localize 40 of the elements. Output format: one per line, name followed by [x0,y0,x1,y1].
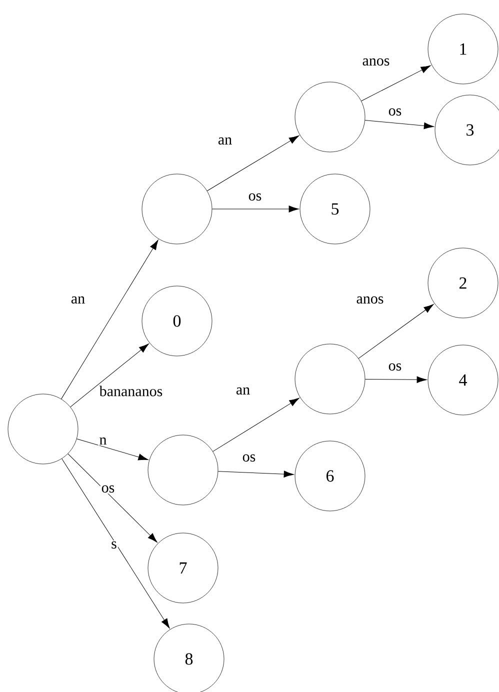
edge-label: an [70,295,86,305]
arrow [61,240,158,400]
arrow [212,398,300,452]
edge-label: os [387,362,403,372]
edge-label: os [100,484,116,494]
tree-node: 6 [294,440,366,512]
arrow [62,458,170,628]
tree-node: 8 [154,624,224,692]
tree-node: 4 [428,344,498,416]
arrow [212,206,299,212]
edge-label: os [387,107,403,117]
tree-node: 2 [428,248,498,318]
arrow [68,454,158,543]
edge-label: banananos [98,384,164,398]
tree-node: 5 [300,174,370,244]
arrow [206,136,300,192]
branch-node [294,82,366,152]
edge-label: s [110,540,118,550]
arrow [218,470,294,478]
arrow [364,376,427,383]
tree-node: 7 [148,532,218,604]
branch-node [294,344,366,414]
branch-node [8,394,78,464]
edge-label: os [241,453,257,463]
branch-node [148,434,218,506]
arrow [70,344,149,408]
branch-node [142,174,212,244]
tree-node: 1 [428,14,498,84]
arrow [364,120,434,130]
edge-label: anos [355,295,385,305]
arrow [361,65,431,102]
tree-node: 3 [434,94,499,166]
arrow [358,304,434,359]
edge-label: an [234,386,252,396]
edge-label: anos [361,57,391,67]
edge-label: n [98,436,108,446]
arrow [76,438,148,460]
tree-node: 0 [142,286,212,356]
edge-label: an [216,136,234,146]
edge-label: os [247,192,263,202]
